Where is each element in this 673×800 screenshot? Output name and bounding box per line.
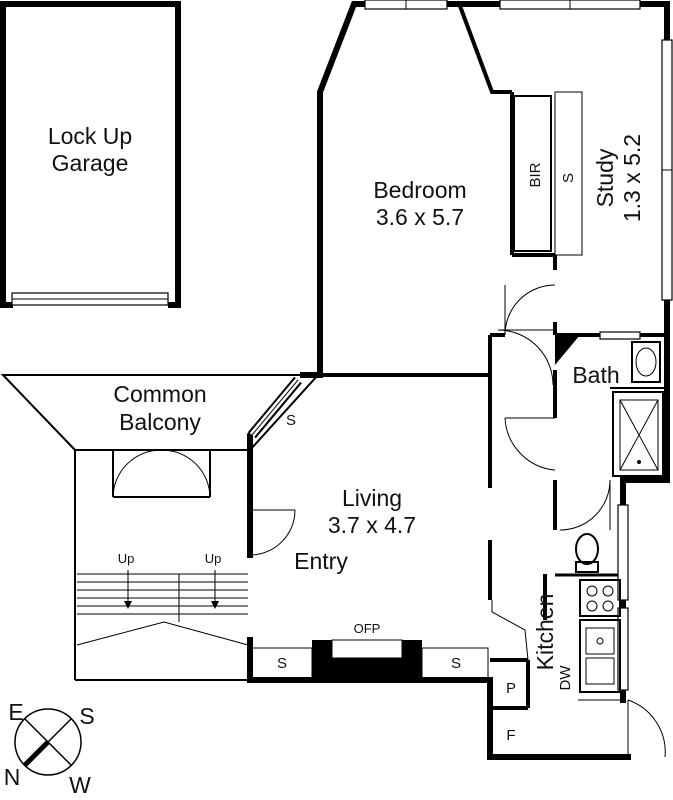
bath-label: Bath	[572, 362, 619, 388]
compass-east: E	[8, 699, 23, 725]
room-labels: Bedroom 3.6 x 5.7 Study 1.3 x 5.2 BIR S …	[294, 134, 645, 744]
pantry-label: P	[506, 680, 516, 697]
compass-circle	[14, 708, 82, 776]
compass-west: W	[69, 772, 91, 798]
living-label: Living	[342, 485, 402, 511]
dishwasher-label: DW	[557, 665, 574, 691]
kitchen-label: Kitchen	[532, 594, 558, 671]
kitchen-fixtures: DW	[557, 579, 621, 701]
balcony-label-line2: Balcony	[119, 409, 201, 435]
stairs-up-label-right: Up	[205, 551, 222, 566]
fireplace: OFP S S	[251, 621, 489, 682]
bedroom-label: Bedroom	[373, 177, 466, 203]
shelf-label-left: S	[277, 655, 287, 672]
interior-walls	[320, 5, 667, 710]
garage-label-line1: Lock Up	[48, 123, 132, 149]
fridge-label: F	[506, 727, 515, 744]
garage: Lock Up Garage	[0, 1, 181, 308]
ofp-label: OFP	[354, 621, 381, 636]
study-shelf-label: S	[560, 173, 577, 183]
garage-label-line2: Garage	[52, 150, 129, 176]
bath-fixtures	[575, 341, 664, 573]
compass: N E S W	[4, 699, 95, 798]
study-size: 1.3 x 5.2	[619, 134, 645, 222]
stairs-up-label-left: Up	[118, 551, 135, 566]
study-label: Study	[592, 148, 618, 207]
compass-north: N	[4, 764, 21, 790]
balcony-and-stairs: Up Up Common Balcony S	[0, 374, 321, 681]
corner-wedge	[555, 335, 580, 365]
living-size: 3.7 x 4.7	[328, 512, 416, 538]
compass-south: S	[79, 703, 94, 729]
window-shelf-label: S	[286, 412, 296, 429]
doors	[249, 284, 666, 758]
balcony-label-line1: Common	[113, 381, 206, 407]
entry-label: Entry	[294, 548, 348, 574]
bir-label: BIR	[527, 162, 544, 187]
bedroom-size: 3.6 x 5.7	[376, 204, 464, 230]
windows	[248, 0, 673, 691]
shelf-label-right: S	[451, 655, 461, 672]
